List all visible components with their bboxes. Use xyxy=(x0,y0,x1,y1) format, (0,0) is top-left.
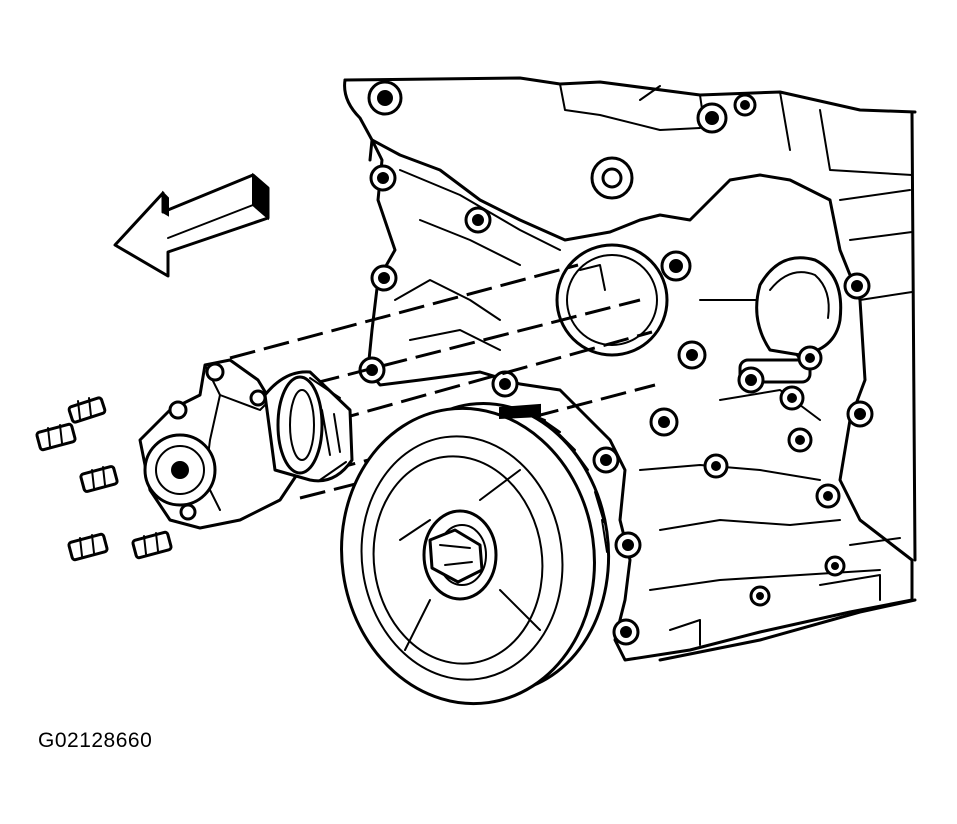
figure-identifier: G02128660 xyxy=(38,729,153,752)
crankshaft-pulley xyxy=(340,401,611,706)
engine-block xyxy=(343,76,917,662)
pump-bolts xyxy=(35,396,173,562)
cover-bolts xyxy=(358,164,874,646)
arrow-left-icon xyxy=(113,172,270,278)
water-pump xyxy=(138,358,354,530)
cover-pump-opening xyxy=(555,243,669,357)
